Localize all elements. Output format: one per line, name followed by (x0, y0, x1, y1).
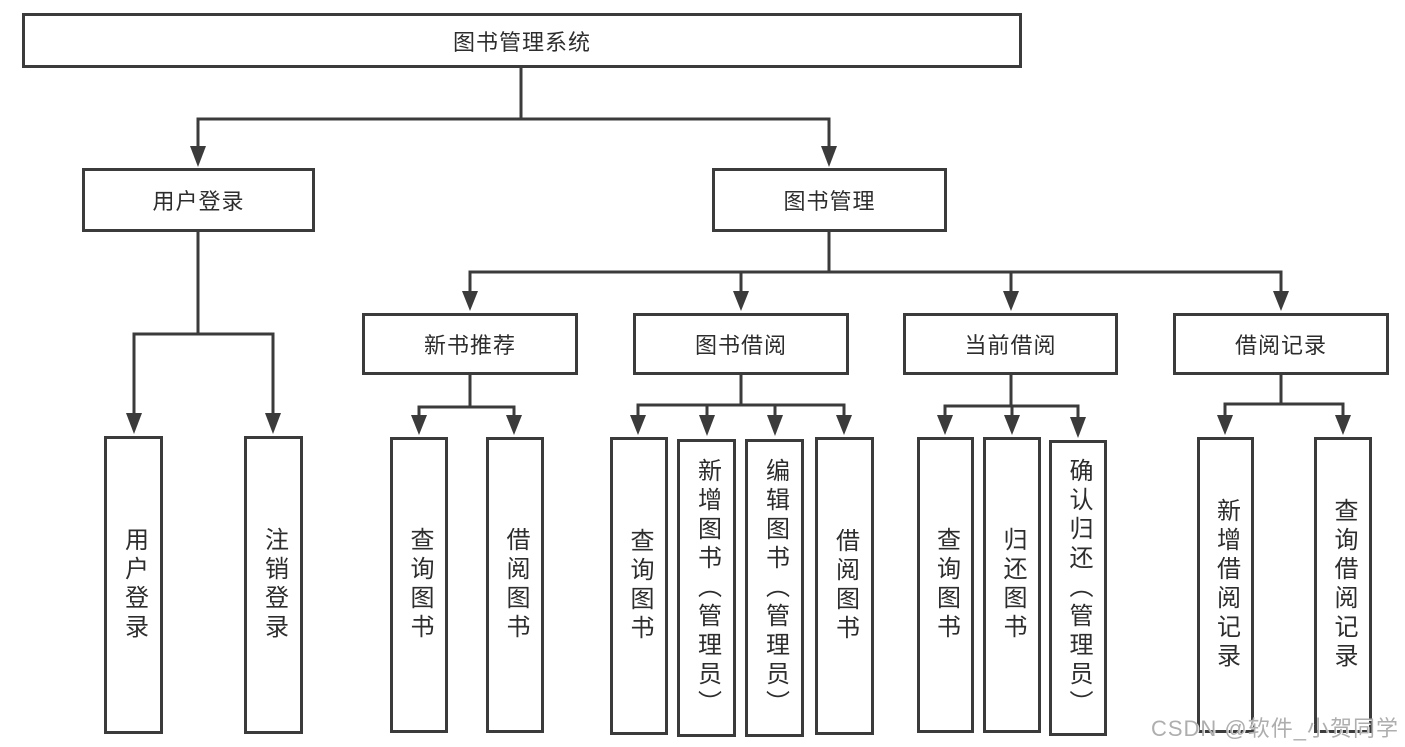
leaf-query-books-2: 查询图书 (610, 437, 668, 735)
leaf-query-borrow-record: 查询借阅记录 (1314, 437, 1372, 733)
leaf-return-books: 归还图书 (983, 437, 1041, 733)
leaf-add-books-admin: 新增图书（管理员） (677, 439, 736, 737)
leaf-user-login: 用户登录 (104, 436, 163, 734)
leaf-borrow-books-1: 借阅图书 (486, 437, 544, 733)
leaf-borrow-books-2: 借阅图书 (815, 437, 874, 735)
node-user-login: 用户登录 (82, 168, 315, 232)
node-library-management-system: 图书管理系统 (22, 13, 1022, 68)
node-book-borrowing: 图书借阅 (633, 313, 849, 375)
node-borrowing-records: 借阅记录 (1173, 313, 1389, 375)
leaf-edit-books-admin: 编辑图书（管理员） (745, 439, 804, 737)
leaf-query-books-1: 查询图书 (390, 437, 448, 733)
leaf-query-books-3: 查询图书 (917, 437, 974, 733)
node-book-management: 图书管理 (712, 168, 947, 232)
leaf-confirm-return-admin: 确认归还（管理员） (1049, 440, 1107, 736)
leaf-logout: 注销登录 (244, 436, 303, 734)
leaf-add-borrow-record: 新增借阅记录 (1197, 437, 1254, 733)
node-current-borrowing: 当前借阅 (903, 313, 1118, 375)
node-new-book-recommend: 新书推荐 (362, 313, 578, 375)
